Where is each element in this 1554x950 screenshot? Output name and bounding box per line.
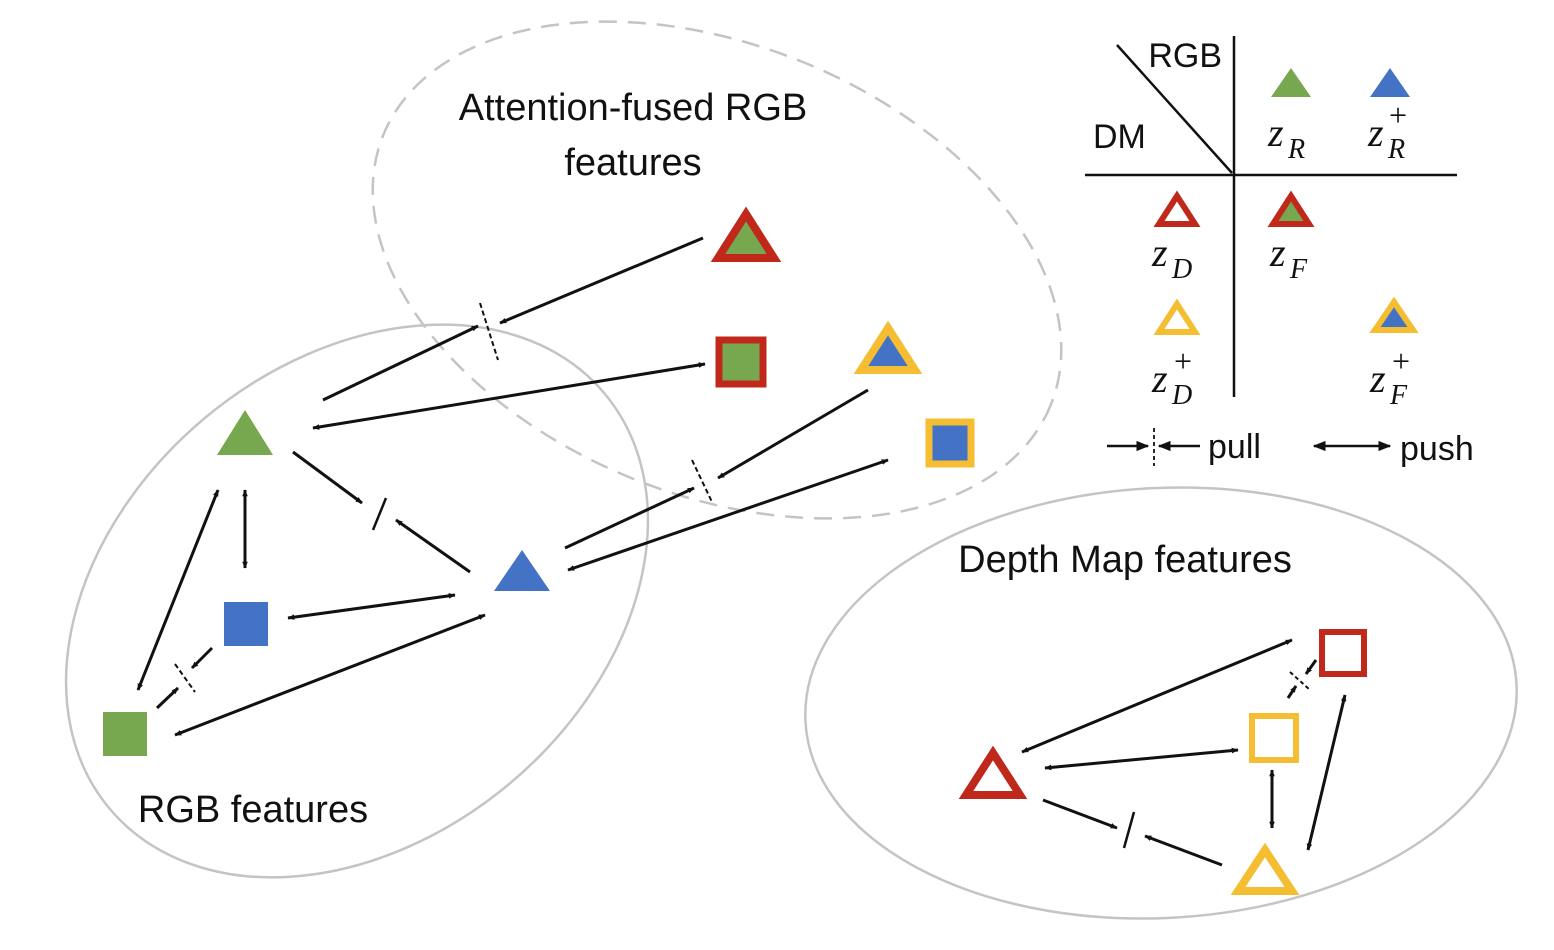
pull-arrow	[1286, 685, 1298, 699]
svg-text:+: +	[1389, 97, 1407, 133]
legend-dm-header: DM	[1093, 118, 1146, 156]
legend-z-d-swatch	[1153, 190, 1201, 227]
rgb-features-label: RGB features	[138, 789, 368, 831]
z-d-plus-square	[1249, 713, 1299, 763]
push-arrow	[287, 593, 456, 620]
svg-text:z: z	[1367, 110, 1384, 155]
push-arrow	[136, 489, 220, 691]
push-arrows	[136, 362, 1347, 851]
legend-z-f-plus-label: z F +	[1369, 343, 1410, 411]
z-d-square	[1319, 629, 1367, 677]
pull-arrow	[1042, 798, 1118, 830]
z-f-triangle	[710, 206, 782, 262]
pull-tick	[479, 302, 499, 361]
z-r-plus-triangle	[494, 550, 550, 591]
z-f-plus-triangle	[853, 320, 923, 374]
legend-z-r-swatch	[1271, 68, 1311, 97]
pull-arrow	[190, 646, 214, 670]
legend-z-d-plus-swatch	[1153, 298, 1201, 335]
z-f-square	[715, 336, 767, 388]
svg-text:F: F	[1289, 254, 1308, 285]
svg-text:z: z	[1151, 356, 1168, 401]
svg-text:z: z	[1151, 230, 1168, 275]
attention-fused-label-line1: Attention-fused RGB	[459, 87, 808, 129]
legend-z-f-label: z F	[1269, 230, 1308, 285]
pull-tick	[371, 497, 388, 531]
pull-arrows	[155, 236, 1318, 867]
legend-z-r-plus-swatch	[1370, 68, 1410, 97]
z-r-plus-square	[224, 602, 268, 646]
push-arrow	[312, 362, 706, 430]
pull-arrow	[292, 450, 363, 505]
pull-arrow	[1144, 834, 1223, 867]
push-arrow	[1306, 694, 1347, 851]
z-r-triangle	[217, 410, 273, 455]
push-arrow	[174, 613, 486, 737]
z-d-triangle	[958, 745, 1028, 799]
z-d-plus-triangle	[1230, 842, 1300, 895]
push-arrow	[567, 458, 889, 572]
pull-arrow	[564, 486, 695, 550]
legend-z-d-label: z D	[1151, 230, 1192, 285]
z-r-square	[103, 712, 147, 756]
legend-z-f-swatch	[1267, 190, 1315, 227]
push-arrow	[1021, 638, 1293, 754]
pull-arrow	[322, 324, 479, 402]
svg-text:z: z	[1269, 230, 1286, 275]
legend-z-r-plus-label: z R +	[1367, 97, 1407, 165]
legend-z-r-label: z R	[1267, 110, 1305, 165]
pull-tick	[174, 663, 196, 693]
svg-text:+: +	[1174, 343, 1192, 379]
svg-text:z: z	[1369, 356, 1386, 401]
legend-z-d-plus-label: z D +	[1151, 343, 1192, 411]
svg-text:D: D	[1171, 254, 1192, 285]
svg-text:z: z	[1267, 110, 1284, 155]
legend-z-f-plus-swatch	[1369, 296, 1419, 333]
pull-tick	[691, 459, 713, 503]
legend-pull-key	[1107, 428, 1200, 466]
pull-arrow	[717, 388, 869, 480]
rgb-features-region	[64, 323, 650, 879]
legend-push-label: push	[1400, 430, 1474, 468]
pull-arrow	[499, 236, 704, 325]
depth-map-features-region	[804, 486, 1518, 920]
push-arrow	[1044, 747, 1239, 771]
svg-text:+: +	[1392, 343, 1410, 379]
pull-tick	[1122, 811, 1136, 849]
svg-text:F: F	[1389, 380, 1408, 411]
pull-tick	[1289, 671, 1311, 691]
depth-map-features-label: Depth Map features	[958, 539, 1292, 581]
pull-arrow	[155, 686, 180, 710]
svg-text:R: R	[1387, 134, 1405, 165]
pull-arrow	[395, 518, 471, 574]
pull-arrow	[1304, 659, 1318, 675]
legend-rgb-header: RGB	[1148, 37, 1222, 75]
z-f-plus-square	[925, 418, 975, 468]
legend-pull-label: pull	[1208, 428, 1261, 466]
svg-text:D: D	[1171, 380, 1192, 411]
attention-fused-label-line2: features	[564, 142, 701, 184]
svg-text:R: R	[1287, 134, 1305, 165]
legend-diagonal	[1116, 44, 1233, 174]
legend: RGB DM z R z R + z D z F z D +	[1085, 36, 1474, 468]
